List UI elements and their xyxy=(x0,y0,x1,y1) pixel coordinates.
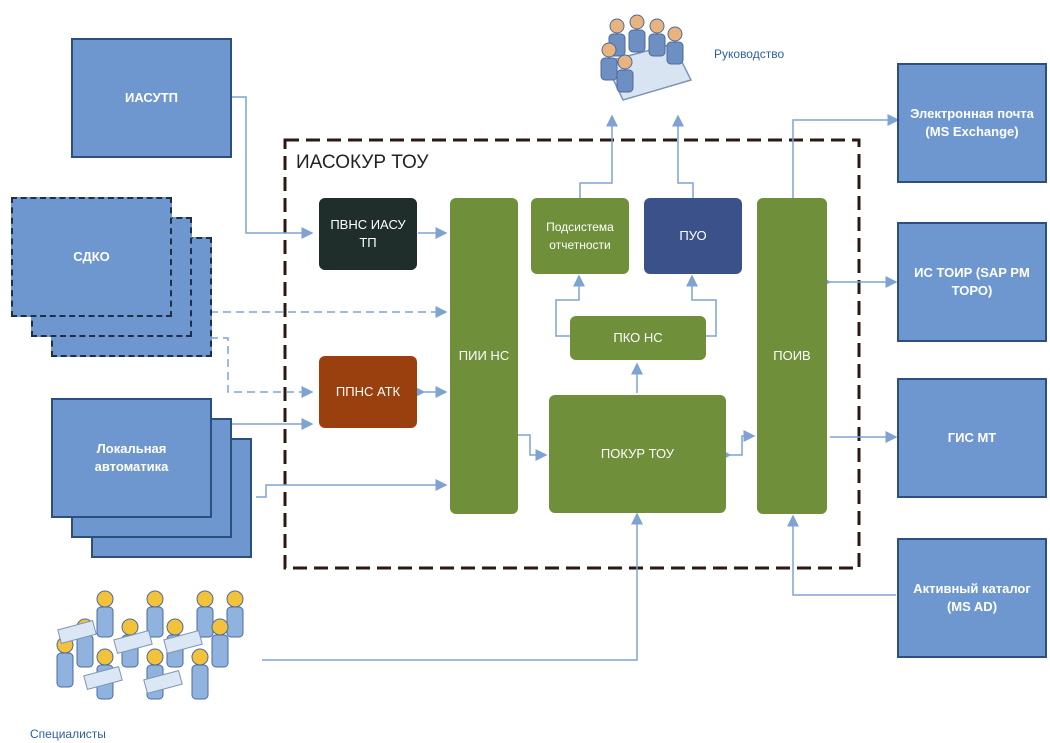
sdko-label: СДКО xyxy=(73,249,110,264)
email-label: Электронная почта (MS Exchange) xyxy=(910,106,1034,139)
report-subsystem-box[interactable]: Подсистема отчетности xyxy=(531,198,629,274)
iasutp-box[interactable]: ИАСУТП xyxy=(71,38,232,158)
pvns-box[interactable]: ПВНС ИАСУ ТП xyxy=(319,198,417,270)
pko-box[interactable]: ПКО НС xyxy=(570,316,706,360)
boundary-title: ИАСОКУР ТОУ xyxy=(296,152,429,173)
puo-label: ПУО xyxy=(679,228,707,243)
puo-box[interactable]: ПУО xyxy=(644,198,742,274)
pokur-box[interactable]: ПОКУР ТОУ xyxy=(549,395,726,513)
pokur-label: ПОКУР ТОУ xyxy=(600,446,675,461)
ad-box[interactable]: Активный каталог (MS AD) xyxy=(897,538,1047,658)
management-label: Руководство xyxy=(714,47,785,61)
pvns-label: ПВНС ИАСУ ТП xyxy=(330,217,406,250)
specialists-label: Специалисты xyxy=(30,727,106,741)
iasutp-label: ИАСУТП xyxy=(125,90,178,105)
management-icon xyxy=(600,14,693,101)
sdko-box[interactable]: СДКО xyxy=(11,197,172,317)
istoir-box[interactable]: ИС ТОИР (SAP PM ТОРО) xyxy=(897,222,1047,342)
ad-label: Активный каталог (MS AD) xyxy=(913,581,1031,614)
poiv-box[interactable]: ПОИВ xyxy=(757,198,827,514)
system-boundary xyxy=(283,138,861,570)
gis-label: ГИС МТ xyxy=(947,430,997,445)
email-box[interactable]: Электронная почта (MS Exchange) xyxy=(897,63,1047,183)
pko-label: ПКО НС xyxy=(613,330,663,345)
pii-box[interactable]: ПИИ НС xyxy=(450,198,518,514)
local-automation-box[interactable]: Локальная автоматика xyxy=(51,398,212,518)
local-automation-label: Локальная автоматика xyxy=(94,441,169,474)
ppns-label: ППНС АТК xyxy=(335,384,401,399)
ppns-box[interactable]: ППНС АТК xyxy=(319,356,417,428)
istoir-label: ИС ТОИР (SAP PM ТОРО) xyxy=(914,265,1030,298)
gis-box[interactable]: ГИС МТ xyxy=(897,378,1047,498)
pii-label: ПИИ НС xyxy=(458,348,510,363)
report-subsystem-label: Подсистема отчетности xyxy=(546,220,614,252)
specialists-icon xyxy=(56,590,244,700)
poiv-label: ПОИВ xyxy=(773,348,811,363)
